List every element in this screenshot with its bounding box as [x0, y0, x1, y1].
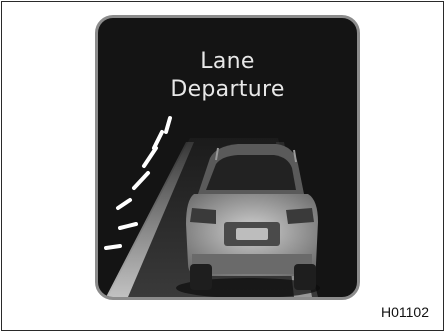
warning-mark-5: [118, 200, 130, 208]
figure-code: H01102: [381, 304, 429, 320]
warning-mark-2: [154, 132, 162, 148]
warning-mark-7: [106, 246, 120, 248]
lane-departure-display: Lane Departure: [95, 15, 360, 300]
lane-scene: [98, 18, 357, 297]
warning-mark-1: [166, 118, 170, 132]
figure-frame: Lane Departure: [1, 1, 444, 331]
warning-mark-3: [144, 148, 156, 166]
warning-mark-4: [134, 173, 148, 188]
warning-mark-6: [120, 224, 136, 228]
